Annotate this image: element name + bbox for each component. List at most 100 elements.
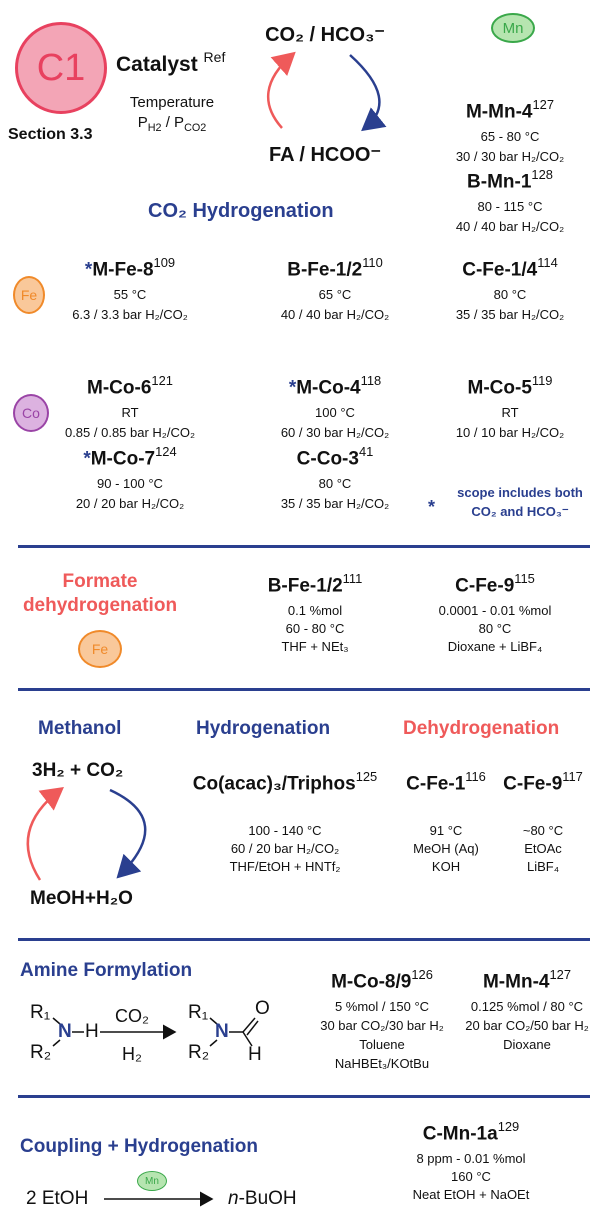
pressure-h2: H2 (147, 122, 162, 134)
catalyst-ref: 114 (537, 255, 558, 270)
catalyst-label: M-Fe-8 (92, 259, 154, 281)
catalyst-condition: 35 / 35 bar H₂/CO₂ (280, 496, 390, 511)
methanol-heading: Methanol (38, 718, 122, 739)
catalyst-condition: 0.85 / 0.85 bar H₂/CO₂ (64, 425, 196, 440)
catalyst-label: M-Co-5 (467, 377, 532, 399)
pressure-sep: / P (161, 114, 185, 131)
catalyst-name: Co(acac)₃/Triphos125 (165, 769, 405, 795)
amide-R2-bond (209, 1039, 218, 1047)
formate-heading: Formate dehydrogenation (10, 570, 190, 618)
amine-R2-bond (52, 1039, 61, 1047)
cycle-arrow-reverse (266, 51, 296, 129)
catalyst-condition: NaHBEt₃/KOtBu (334, 1056, 430, 1071)
coupling-product-prefix: n (228, 1188, 239, 1209)
catalyst-label: Co(acac)₃/Triphos (192, 773, 356, 795)
catalyst-label: M-Co-6 (87, 377, 152, 399)
catalyst-name: M-Co-6121 (10, 373, 250, 399)
catalyst-name: C-Fe-9115 (375, 571, 608, 597)
catalyst-condition: 8 ppm - 0.01 %mol (416, 1151, 526, 1166)
coupling-heading: Coupling + Hydrogenation (20, 1136, 259, 1157)
catalyst-ref: 127 (532, 97, 555, 112)
catalyst-condition: 30 / 30 bar H₂/CO₂ (455, 149, 565, 164)
catalyst-condition: 65 - 80 °C (480, 129, 540, 144)
amine-h: H (85, 1021, 99, 1042)
fe-badge-label: Fe (20, 287, 38, 303)
divider-2 (18, 688, 590, 691)
catalyst-condition: EtOAc (524, 841, 562, 856)
catalyst-name: B-Mn-1128 (390, 167, 608, 193)
catalyst-condition: 80 - 115 °C (477, 199, 543, 214)
catalyst-name: M-Co-5119 (390, 373, 608, 399)
catalyst-condition: ~80 °C (522, 823, 564, 838)
catalyst-label: B-Mn-1 (467, 171, 532, 193)
coupling-product: n-BuOH (228, 1188, 297, 1210)
catalyst-condition: 10 / 10 bar H₂/CO₂ (455, 425, 565, 440)
catalyst-condition: 0.125 %mol / 80 °C (470, 999, 584, 1014)
reagent-h2: H₂ (122, 1044, 142, 1064)
catalyst-condition: 20 / 20 bar H₂/CO₂ (75, 496, 185, 511)
catalyst-label: C-Mn-1a (422, 1123, 498, 1145)
catalyst-name: C-Fe-1/4114 (390, 255, 608, 281)
catalyst-condition: 90 - 100 °C (97, 476, 163, 491)
catalyst-ref: 117 (562, 769, 583, 784)
mn-badge: Mn (491, 13, 535, 43)
mn-badge-coupling-label: Mn (145, 1175, 159, 1187)
dehydrogenation-heading: Dehydrogenation (403, 718, 560, 739)
catalyst-label: B-Fe-1/2 (287, 259, 363, 281)
catalyst-condition: 0.0001 - 0.01 %mol (438, 603, 552, 618)
catalyst-name: M-Mn-4127 (407, 967, 608, 993)
catalyst-condition: 80 °C (493, 287, 527, 302)
amide-CO-bond-2 (246, 1020, 259, 1036)
c1-badge-label: C1 (36, 46, 86, 89)
catalyst-label: C-Co-3 (296, 448, 359, 470)
catalyst-condition: 65 °C (318, 287, 352, 302)
catalyst-condition: 35 / 35 bar H₂/CO₂ (455, 307, 565, 322)
scope-star: * (84, 259, 93, 281)
catalyst-condition: MeOH (Aq) (413, 841, 479, 856)
catalyst-name: C-Mn-1a129 (351, 1119, 591, 1145)
catalyst-condition: Dioxane (503, 1037, 551, 1052)
scope-star: * (83, 448, 91, 470)
catalyst-label: C-Fe-9 (455, 575, 515, 597)
catalyst-condition: 55 °C (113, 287, 147, 302)
catalyst-condition: RT (121, 405, 139, 420)
catalyst-condition: 80 °C (478, 621, 512, 636)
amine-R1-bond (52, 1017, 61, 1025)
catalyst-ref: 126 (411, 967, 433, 982)
section-label: Section 3.3 (8, 126, 93, 143)
fe-badge-formate: Fe (78, 630, 122, 668)
catalyst-ref: 128 (531, 167, 553, 182)
amide-R1-bond (209, 1017, 218, 1025)
catalyst-condition: 30 bar CO₂/30 bar H₂ (320, 1018, 444, 1033)
catalyst-label: M-Co-4 (296, 377, 361, 399)
catalyst-condition: 60 / 20 bar H₂/CO₂ (230, 841, 340, 856)
catalyst-condition: 100 °C (315, 405, 355, 420)
catalyst-label: C-Fe-9 (503, 773, 563, 795)
catalyst-ref: 124 (155, 444, 177, 459)
pressure-co2: CO2 (184, 122, 207, 134)
coupling-product-name: -BuOH (238, 1188, 297, 1209)
catalyst-legend: Catalyst Ref (116, 49, 225, 77)
catalyst-condition: 0.1 %mol (287, 603, 343, 618)
amide-r1: R₁ (188, 1002, 209, 1023)
catalyst-condition: 40 / 40 bar H₂/CO₂ (280, 307, 390, 322)
catalyst-ref: 41 (358, 444, 374, 459)
amide-o: O (255, 998, 270, 1019)
methanol-arrow-reverse (26, 786, 64, 881)
catalyst-condition: 6.3 / 3.3 bar H₂/CO₂ (72, 307, 188, 322)
divider-3 (18, 938, 590, 941)
c1-badge: C1 (15, 22, 107, 114)
catalyst-condition: 160 °C (451, 1169, 491, 1184)
catalyst-condition: 80 °C (318, 476, 352, 491)
catalyst-name: *M-Co-7124 (10, 444, 250, 470)
mn-badge-coupling: Mn (137, 1171, 167, 1191)
catalyst-legend-label: Catalyst (116, 53, 198, 76)
temperature-legend: Temperature (129, 94, 215, 111)
reagent-co2: CO₂ (115, 1006, 149, 1026)
catalyst-name: M-Co-8/9126 (262, 967, 502, 993)
catalyst-label: M-Co-8/9 (331, 971, 412, 993)
catalyst-name: B-Fe-1/2111 (195, 571, 435, 597)
cycle-bottom-label: FA / HCOO⁻ (268, 144, 382, 166)
coupling-reactant: 2 EtOH (26, 1188, 89, 1209)
